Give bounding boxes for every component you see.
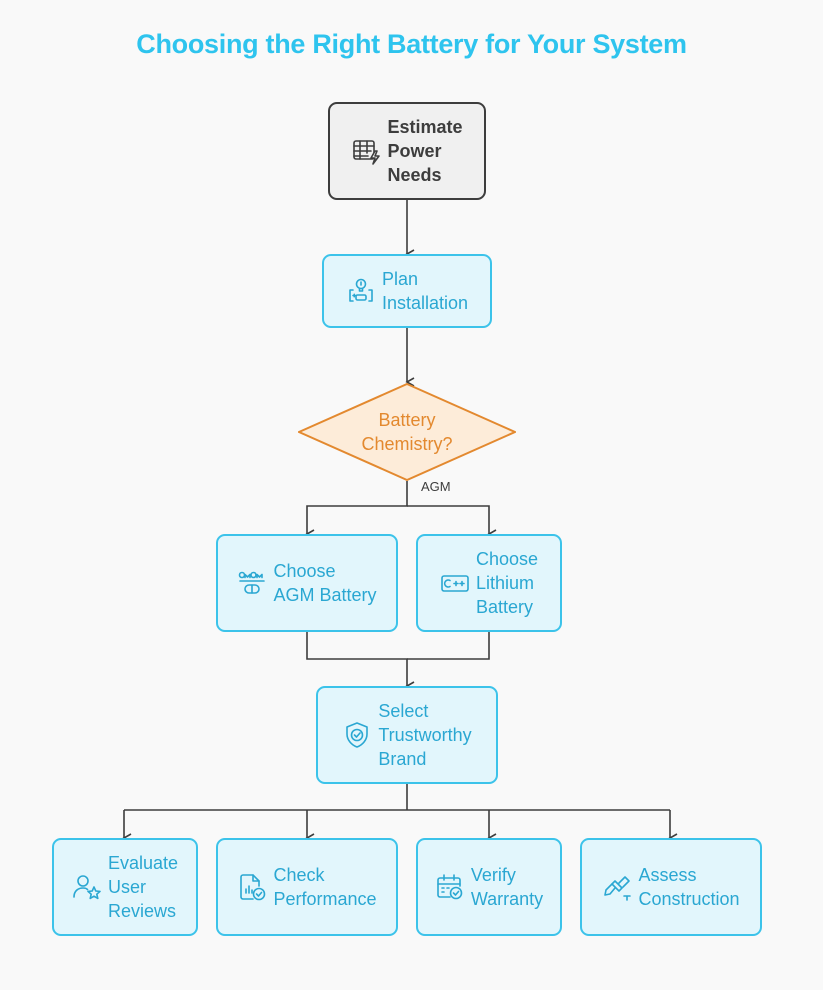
node-choose-agm-battery[interactable]: Choose AGM Battery (216, 534, 398, 632)
node-label: Plan Installation (381, 269, 469, 313)
edge-label-agm: AGM (421, 479, 451, 494)
spreadsheet-power-icon (351, 136, 381, 166)
edge-decision-agm (305, 481, 408, 539)
edge-brand-children (124, 783, 670, 811)
battery-cells-icon (237, 568, 267, 598)
diagram-title: Choosing the Right Battery for Your Syst… (136, 29, 687, 59)
node-label: Estimate Power Needs (387, 117, 463, 185)
decision-battery-chemistry[interactable]: Battery Chemistry? (298, 383, 516, 481)
node-label: Choose Lithium Battery (475, 549, 539, 617)
node-label: Choose AGM Battery (273, 561, 377, 605)
node-assess-construction[interactable]: Assess Construction (580, 838, 762, 936)
node-check-performance[interactable]: Check Performance (216, 838, 398, 936)
chart-check-icon (237, 872, 267, 902)
hammer-icon (602, 872, 632, 902)
node-estimate-power-needs[interactable]: Estimate Power Needs (328, 102, 486, 200)
user-star-icon (72, 872, 102, 902)
node-choose-lithium-battery[interactable]: Choose Lithium Battery (416, 534, 562, 632)
node-select-trustworthy-brand[interactable]: Select Trustworthy Brand (316, 686, 498, 784)
node-label: Assess Construction (638, 865, 740, 909)
node-evaluate-user-reviews[interactable]: Evaluate User Reviews (52, 838, 198, 936)
node-label: Check Performance (273, 865, 377, 909)
edge-decision-lithium (407, 505, 497, 539)
installation-plan-icon (346, 276, 376, 306)
calendar-check-icon (435, 872, 465, 902)
decision-diamond (298, 383, 516, 481)
node-verify-warranty[interactable]: Verify Warranty (416, 838, 562, 936)
edge-lithium-brand (407, 631, 490, 660)
shield-check-icon (342, 720, 372, 750)
node-plan-installation[interactable]: Plan Installation (322, 254, 492, 328)
decision-label: Battery Chemistry? (361, 410, 453, 454)
node-label: Select Trustworthy Brand (378, 701, 472, 769)
lithium-battery-icon (440, 568, 470, 598)
node-label: Verify Warranty (470, 865, 544, 909)
node-label: Evaluate User Reviews (107, 853, 179, 921)
edge-agm-brand (306, 631, 415, 691)
